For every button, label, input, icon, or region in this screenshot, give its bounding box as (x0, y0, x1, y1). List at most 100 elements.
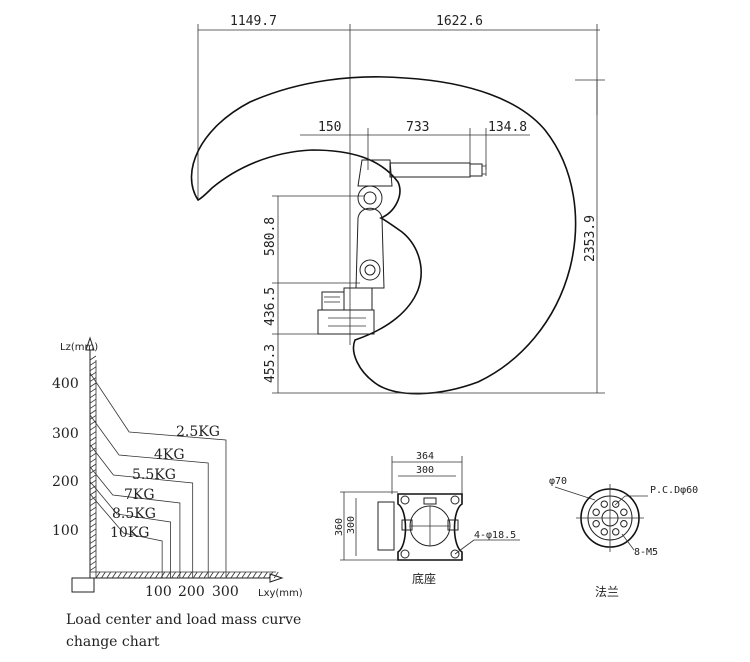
ruler-hatch (89, 425, 97, 431)
mount-hole (450, 549, 460, 559)
flange-screw-hole (600, 528, 608, 536)
ruler-hatch (89, 485, 97, 490)
robot-lower-arm (355, 207, 385, 289)
flange-dim-70: φ70 (549, 476, 567, 487)
load-curve-2-5kg (89, 372, 227, 578)
ruler-hatch (89, 544, 97, 550)
ruler-hatch (144, 571, 149, 579)
mount-hole (400, 495, 410, 505)
ruler-hatch (182, 571, 187, 579)
ruler-hatch (171, 571, 176, 579)
ruler-hatch (252, 571, 257, 579)
flange-view: φ70 P.C.Dφ60 8-M5 法兰 (549, 476, 698, 599)
ruler-hatch (214, 571, 220, 579)
x-tick-200: 200 (178, 584, 205, 600)
ruler-hatch (89, 539, 97, 544)
ruler-hatch (203, 571, 209, 579)
flange-screw-hole (612, 500, 620, 508)
load-label-2-5kg: 2.5KG (176, 424, 220, 440)
base-hole-label: 4-φ18.5 (474, 530, 516, 541)
ruler-hatch (89, 447, 97, 453)
ruler-hatch (89, 366, 97, 372)
load-curve-10kg (89, 493, 163, 578)
base-dim-300-label: 300 (416, 465, 434, 476)
ruler-hatch (246, 571, 252, 579)
flange-pcd: P.C.Dφ60 (650, 485, 698, 496)
ruler-hatch (101, 571, 106, 579)
ruler-hatch (89, 404, 97, 409)
y-axis-ruler (89, 355, 97, 578)
ruler-hatch (89, 490, 97, 496)
x-tick-300: 300 (212, 584, 239, 600)
y-tick-200: 200 (52, 474, 79, 490)
ruler-hatch (122, 571, 128, 579)
flange-screw-hole (592, 508, 600, 516)
ruler-hatch (187, 571, 193, 579)
ruler-hatch (268, 571, 274, 579)
robot-forearm (389, 162, 471, 178)
y-axis-label: Lz(mm) (60, 342, 98, 353)
ruler-hatch (89, 382, 97, 388)
y-tick-100: 100 (52, 523, 79, 539)
mount-hole (450, 495, 460, 505)
ruler-hatch (89, 560, 97, 566)
ruler-hatch (89, 355, 97, 361)
flange-screw-hole (620, 508, 628, 516)
ruler-hatch (89, 474, 97, 480)
dim-580: 580.8 (263, 217, 278, 256)
ruler-hatch (89, 361, 97, 366)
dim-455: 455.3 (263, 344, 278, 383)
base-side-tab (377, 501, 395, 551)
ruler-hatch (89, 458, 97, 463)
robot-arm (317, 159, 487, 335)
flange-screw-hole (592, 520, 600, 528)
flange-caption: 法兰 (595, 585, 619, 599)
robot-wrist (469, 163, 483, 177)
ruler-hatch (106, 571, 112, 579)
ruler-hatch (209, 571, 214, 579)
flange-screw-hole (600, 500, 608, 508)
ruler-hatch (89, 555, 97, 561)
elbow-joint (357, 185, 383, 211)
load-label-8-5kg: 8.5KG (112, 506, 156, 522)
ruler-hatch (117, 571, 122, 579)
ruler-hatch (89, 393, 97, 399)
dim-2353: 2353.9 (583, 215, 598, 262)
ruler-hatch (230, 571, 236, 579)
x-axis-ruler (90, 571, 279, 579)
mount-hole (400, 549, 410, 559)
ruler-hatch (89, 409, 97, 415)
load-curve-5-5kg (89, 444, 194, 578)
ruler-hatch (138, 571, 144, 579)
ruler-hatch (263, 571, 268, 579)
ruler-hatch (273, 571, 279, 579)
workspace-envelope (190, 76, 577, 395)
base-slot-right (447, 519, 459, 531)
ruler-hatch (89, 512, 97, 517)
load-curve-8-5kg (89, 481, 171, 578)
ruler-hatch (128, 571, 133, 579)
x-axis-label: Lxy(mm) (258, 588, 303, 599)
ruler-hatch (89, 415, 97, 420)
ruler-hatch (89, 496, 97, 501)
load-curve-7kg (89, 466, 181, 578)
dim-1622: 1622.6 (436, 14, 483, 29)
ruler-hatch (257, 571, 263, 579)
y-tick-300: 300 (52, 426, 79, 442)
dim-436: 436.5 (263, 287, 278, 326)
base-view: 364 300 360 300 4-φ18.5 底座 (334, 451, 520, 586)
ruler-hatch (89, 517, 97, 523)
ruler-hatch (89, 566, 97, 571)
ruler-hatch (111, 571, 117, 579)
robot-base (317, 309, 375, 335)
base-dim-360-label: 360 (334, 518, 345, 536)
workspace-view: 1149.7 1622.6 2353.9 150 733 134.8 580.8… (190, 14, 605, 395)
ruler-hatch (165, 571, 171, 579)
ruler-hatch (89, 388, 97, 393)
ruler-hatch (89, 479, 97, 485)
ruler-hatch (241, 571, 247, 579)
ruler-hatch (89, 377, 97, 382)
robot-motor-box (321, 291, 345, 311)
